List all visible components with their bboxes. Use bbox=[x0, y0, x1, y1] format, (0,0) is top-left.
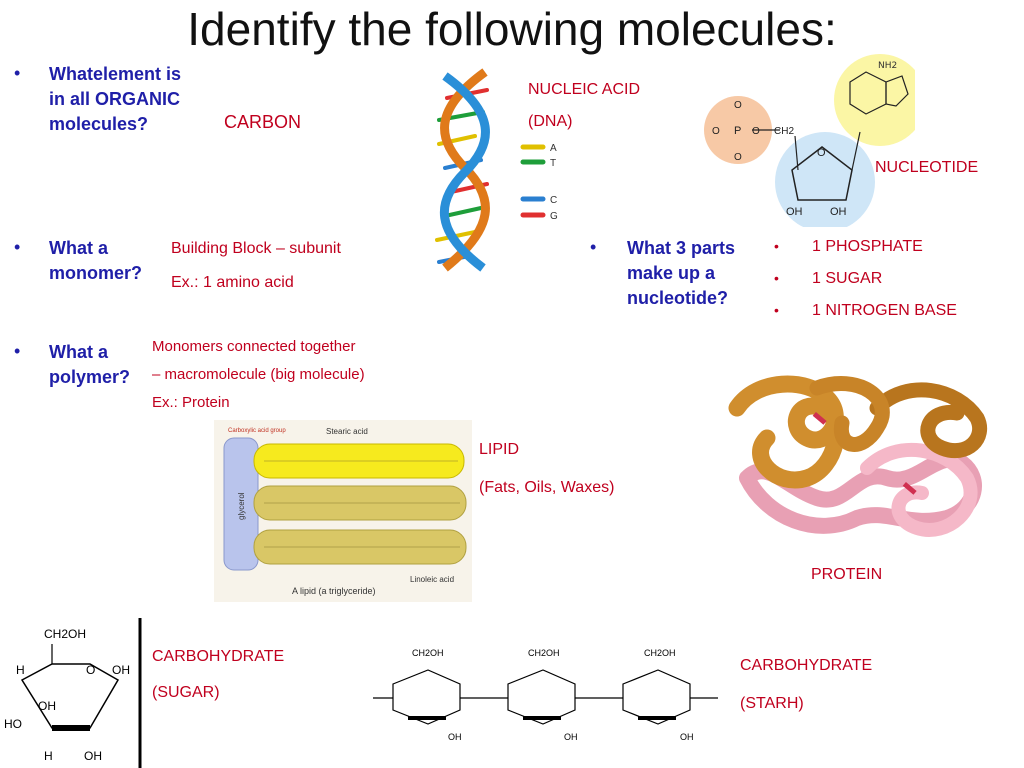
glucose-oh-right: OH bbox=[112, 663, 130, 677]
bullet-icon: • bbox=[14, 237, 21, 257]
starch-oh-2: OH bbox=[564, 732, 578, 742]
dna-legend-a: A bbox=[550, 143, 557, 154]
lipid-glycerol-label: glycerol bbox=[237, 492, 246, 520]
question-polymer: What a polymer? bbox=[49, 342, 131, 387]
dna-legend-t: T bbox=[550, 158, 556, 169]
label-nucleic-acid: NUCLEIC ACID bbox=[528, 81, 641, 98]
dna-legend-c: C bbox=[550, 195, 557, 206]
starch-oh-1: OH bbox=[448, 732, 462, 742]
lipid-triglyceride-figure: Carboxylic acid group Stearic acid glyce… bbox=[214, 420, 472, 602]
glucose-oh-bottom: OH bbox=[84, 749, 102, 763]
glucose-ring-o: O bbox=[86, 663, 95, 677]
answer-polymer-line1: Monomers connected together bbox=[152, 338, 356, 355]
glucose-ring-figure: CH2OH O OH H OH HO H OH bbox=[4, 618, 142, 768]
answer-part-phosphate: 1 PHOSPHATE bbox=[812, 238, 923, 255]
question-nucleotide-parts: What 3 parts make up a nucleotide? bbox=[627, 238, 736, 308]
nucleotide-nh2: NH2 bbox=[878, 61, 897, 71]
glucose-h-left: H bbox=[16, 663, 25, 677]
label-lipid: LIPID bbox=[479, 441, 520, 458]
answer-monomer-definition: Building Block – subunit bbox=[171, 240, 341, 257]
glucose-ho: HO bbox=[4, 717, 22, 731]
answer-polymer-line3: Ex.: Protein bbox=[152, 394, 230, 411]
label-protein: PROTEIN bbox=[811, 566, 883, 583]
lipid-stearic-acid: Stearic acid bbox=[326, 427, 368, 436]
nucleotide-ring-o: O bbox=[817, 147, 826, 159]
protein-structure-figure bbox=[728, 375, 987, 537]
starch-oh-3: OH bbox=[680, 732, 694, 742]
glucose-ch2oh: CH2OH bbox=[44, 627, 86, 641]
label-dna: (DNA) bbox=[528, 113, 573, 130]
label-sugar: (SUGAR) bbox=[152, 684, 220, 701]
starch-chain-figure: CH2OH CH2OH CH2OH OH OH OH bbox=[373, 648, 718, 742]
page-title: Identify the following molecules: bbox=[187, 3, 837, 55]
answer-carbon: CARBON bbox=[224, 112, 302, 132]
label-lipid-examples: (Fats, Oils, Waxes) bbox=[479, 479, 615, 496]
question-monomer: What a monomer? bbox=[49, 238, 143, 283]
answer-part-nitrogen-base: 1 NITROGEN BASE bbox=[812, 302, 957, 319]
label-nucleotide: NUCLEOTIDE bbox=[875, 159, 979, 176]
lipid-caption: A lipid (a triglyceride) bbox=[292, 586, 376, 596]
label-starch: (STARH) bbox=[740, 695, 804, 712]
lipid-carboxyl-label: Carboxylic acid group bbox=[228, 428, 286, 434]
question-organic-element: Whatelement is in all ORGANIC molecules? bbox=[49, 64, 182, 134]
nucleotide-o-bottom: O bbox=[734, 152, 742, 163]
nucleotide-ch2: CH2 bbox=[774, 126, 794, 137]
label-carbohydrate-sugar: CARBOHYDRATE bbox=[152, 648, 285, 665]
nucleotide-oh-3: OH bbox=[786, 206, 803, 218]
nucleotide-o-left: O bbox=[712, 126, 720, 137]
bullet-icon: • bbox=[14, 341, 21, 361]
answer-monomer-example: Ex.: 1 amino acid bbox=[171, 274, 294, 291]
glucose-oh-mid: OH bbox=[38, 699, 56, 713]
nucleotide-o-top: O bbox=[734, 100, 742, 111]
glucose-h-bottom: H bbox=[44, 749, 53, 763]
bullet-icon: • bbox=[774, 302, 779, 318]
bullet-icon: • bbox=[774, 270, 779, 286]
nucleotide-figure: NH2 P O O O O CH2 O OH OH bbox=[704, 54, 915, 227]
bullet-icon: • bbox=[590, 237, 597, 257]
label-carbohydrate-starch: CARBOHYDRATE bbox=[740, 657, 873, 674]
bullet-icon: • bbox=[774, 238, 779, 254]
lipid-linoleic-acid: Linoleic acid bbox=[410, 575, 454, 584]
starch-ch2oh-1: CH2OH bbox=[412, 648, 444, 658]
nucleotide-p: P bbox=[734, 125, 741, 137]
answer-polymer-line2: – macromolecule (big molecule) bbox=[152, 366, 365, 383]
dna-legend-g: G bbox=[550, 211, 558, 222]
nucleotide-o-link: O bbox=[752, 126, 760, 137]
dna-helix-figure: A T C G bbox=[435, 68, 558, 272]
nucleotide-oh-2: OH bbox=[830, 206, 847, 218]
starch-ch2oh-3: CH2OH bbox=[644, 648, 676, 658]
answer-part-sugar: 1 SUGAR bbox=[812, 270, 883, 287]
bullet-icon: • bbox=[14, 63, 21, 83]
starch-ch2oh-2: CH2OH bbox=[528, 648, 560, 658]
